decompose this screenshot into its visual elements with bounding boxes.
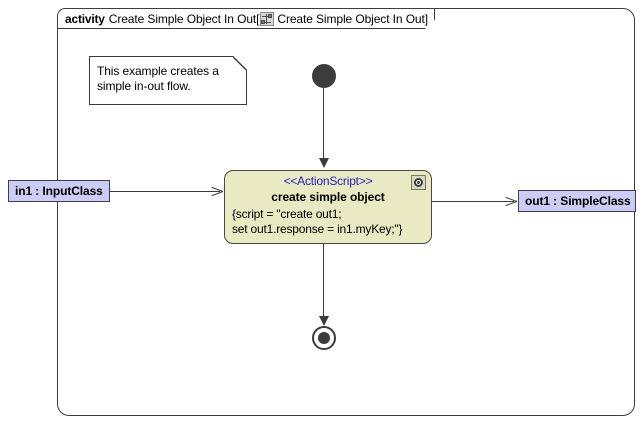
arrowhead-into-final-icon	[319, 316, 329, 326]
object-node-out1[interactable]: out1 : SimpleClass	[518, 190, 636, 212]
activity-frame-header[interactable]: activity Create Simple Object In Out [ C…	[57, 8, 435, 29]
action-script-line-2: set out1.response = in1.myKey;"}	[232, 222, 403, 236]
arrowhead-into-action-icon	[319, 158, 329, 168]
action-node-create-simple-object[interactable]: <<ActionScript>> create simple object {s…	[224, 170, 432, 244]
action-script-line-1: {script = "create out1;	[232, 207, 342, 221]
frame-name: Create Simple Object In Out	[108, 11, 257, 26]
edge-initial-to-action[interactable]	[323, 88, 324, 158]
edge-action-to-final[interactable]	[323, 244, 324, 316]
note-line-2: simple in-out flow.	[97, 79, 191, 93]
action-title: create simple object	[271, 190, 385, 204]
action-stereotype: <<ActionScript>>	[283, 174, 373, 188]
initial-node[interactable]	[312, 64, 336, 88]
action-script-body: {script = "create out1; set out1.respons…	[225, 207, 431, 237]
comment-note[interactable]: This example creates a simple in-out flo…	[89, 56, 247, 105]
note-fold-corner-icon	[233, 56, 247, 70]
note-line-1: This example creates a	[97, 64, 219, 78]
frame-bracket-open: [	[256, 11, 260, 26]
edge-action-to-output[interactable]	[432, 201, 514, 202]
activity-diagram-icon	[260, 12, 274, 26]
activity-final-node[interactable]	[312, 326, 336, 350]
action-script-badge-icon[interactable]	[411, 175, 426, 190]
edge-input-to-action[interactable]	[110, 191, 220, 192]
frame-bracket-close: ]	[424, 11, 428, 26]
frame-qualified-name: Create Simple Object In Out	[277, 11, 425, 26]
object-node-in1[interactable]: in1 : InputClass	[8, 180, 110, 202]
arrowhead-input-flow-icon	[211, 186, 224, 197]
arrowhead-output-flow-icon	[505, 196, 518, 207]
frame-keyword: activity	[65, 11, 105, 26]
